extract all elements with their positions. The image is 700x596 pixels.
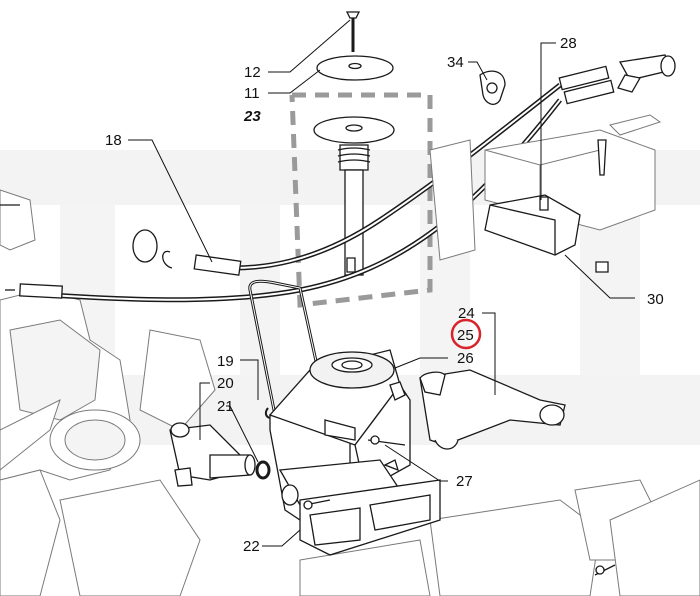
callout-labels: 12 11 23 18 34 28 30 24 25 26 19 20 21 2… bbox=[105, 35, 664, 555]
callout-21: 21 bbox=[217, 398, 234, 415]
callout-26: 26 bbox=[457, 350, 474, 367]
block-assembly-28-30 bbox=[429, 114, 662, 273]
lever-arm bbox=[419, 369, 566, 450]
callout-23: 23 bbox=[243, 108, 261, 125]
callout-30: 30 bbox=[647, 291, 664, 308]
callout-25-highlight-ring bbox=[450, 318, 482, 350]
connector-top-right bbox=[617, 54, 676, 93]
callout-34: 34 bbox=[447, 54, 464, 71]
callout-25: 25 bbox=[457, 327, 474, 344]
callout-12: 12 bbox=[244, 64, 261, 81]
main-housing-assembly bbox=[268, 349, 441, 556]
callout-11: 11 bbox=[244, 85, 260, 102]
callout-24: 24 bbox=[458, 305, 475, 322]
valve-20 bbox=[169, 422, 256, 487]
assembly-23-box bbox=[289, 92, 433, 308]
callout-28: 28 bbox=[560, 35, 577, 52]
right-frame-part bbox=[299, 479, 700, 596]
o-ring-21 bbox=[255, 460, 271, 480]
left-frame-part bbox=[0, 189, 216, 596]
callout-22: 22 bbox=[243, 538, 260, 555]
disc-11 bbox=[316, 55, 394, 81]
callout-18: 18 bbox=[105, 132, 122, 149]
callout-27: 27 bbox=[456, 473, 473, 490]
leader-lines bbox=[128, 19, 635, 547]
callout-20: 20 bbox=[217, 375, 234, 392]
clip-34 bbox=[479, 70, 506, 105]
callout-19: 19 bbox=[217, 353, 234, 370]
screw-12 bbox=[345, 11, 361, 52]
